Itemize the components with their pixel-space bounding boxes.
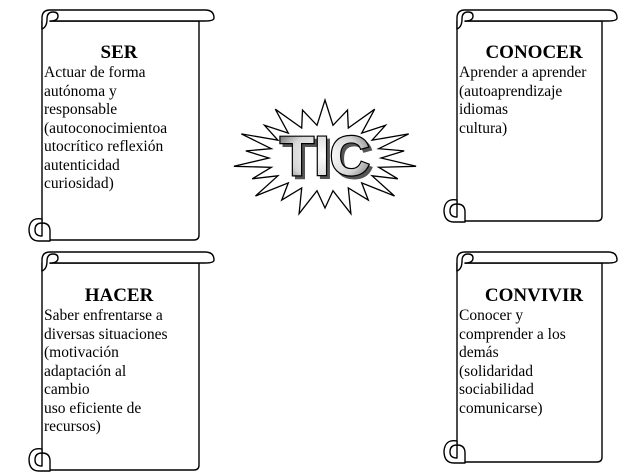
- scroll-ser-line: utocrítico reflexión: [44, 138, 164, 155]
- scroll-convivir-title: CONVIVIR: [484, 285, 584, 306]
- scroll-conocer-line: (autoaprendizaje: [459, 82, 563, 100]
- tic-starburst: TIC TIC: [233, 97, 417, 216]
- scroll-conocer-line: cultura): [459, 119, 508, 137]
- scroll-top-curl: [41, 253, 59, 272]
- scroll-ser: [28, 9, 215, 242]
- scroll-ser-line: curiosidad): [44, 175, 114, 192]
- scroll-ser-line: responsable: [44, 101, 118, 118]
- scroll-hacer-line: uso eficiente de: [44, 399, 142, 417]
- scroll-convivir-line: demás: [459, 344, 499, 361]
- scroll-conocer-title: CONOCER: [485, 42, 583, 63]
- scroll-conocer: [443, 9, 618, 223]
- scroll-top-curl: [456, 253, 474, 272]
- scroll-hacer-line: diversas situaciones: [44, 325, 168, 343]
- scroll-hacer-title: HACER: [84, 285, 154, 306]
- scroll-bottom-roll: [443, 440, 466, 464]
- scroll-convivir: [443, 251, 618, 464]
- scroll-ser-line: (autoconocimientoa: [44, 119, 168, 137]
- scroll-ser-text: SER Actuar de forma autónoma y responsab…: [44, 42, 194, 194]
- scroll-top-roll: [41, 251, 215, 272]
- scroll-top-curl: [456, 11, 474, 30]
- scroll-convivir-line: comprender a los: [459, 325, 566, 343]
- scroll-hacer-line: cambio: [44, 381, 90, 398]
- scroll-convivir-line: sociabilidad: [459, 381, 534, 398]
- scroll-ser-line: autónoma y: [44, 82, 117, 100]
- scroll-ser-line: Actuar de forma: [44, 64, 146, 81]
- scroll-hacer-text: HACER Saber enfrentarse a diversas situa…: [44, 285, 194, 437]
- scroll-convivir-line: comunicarse): [459, 399, 543, 417]
- scroll-conocer-line: Aprender a aprender: [459, 64, 587, 81]
- scroll-ser-line: autenticidad: [44, 156, 120, 174]
- scroll-convivir-line: Conocer y: [459, 307, 524, 324]
- scroll-hacer-line: adaptación al: [44, 362, 127, 380]
- scroll-top-curl: [41, 11, 59, 30]
- scroll-hacer-line: recursos): [44, 418, 101, 435]
- scroll-ser-title: SER: [100, 42, 138, 63]
- tic-label: TIC: [280, 124, 370, 187]
- scroll-hacer-line: Saber enfrentarse a: [44, 307, 163, 324]
- scroll-top-roll: [41, 9, 215, 30]
- scroll-bottom-roll: [443, 199, 466, 223]
- starburst-shape: [233, 97, 417, 216]
- tic-label-shadow: TIC: [283, 127, 373, 190]
- scroll-hacer-line: (motivación: [44, 344, 119, 361]
- scroll-conocer-line: idiomas: [459, 101, 509, 118]
- scroll-convivir-text: CONVIVIR Conocer y comprender a los demá…: [459, 285, 609, 418]
- scroll-hacer: [28, 251, 215, 472]
- scroll-convivir-line: (solidaridad: [459, 362, 534, 380]
- scroll-bottom-roll: [28, 218, 51, 242]
- scroll-bottom-roll: [28, 448, 51, 472]
- scroll-top-roll: [456, 9, 618, 30]
- scroll-conocer-text: CONOCER Aprender a aprender (autoaprendi…: [459, 42, 609, 138]
- scroll-top-roll: [456, 251, 618, 272]
